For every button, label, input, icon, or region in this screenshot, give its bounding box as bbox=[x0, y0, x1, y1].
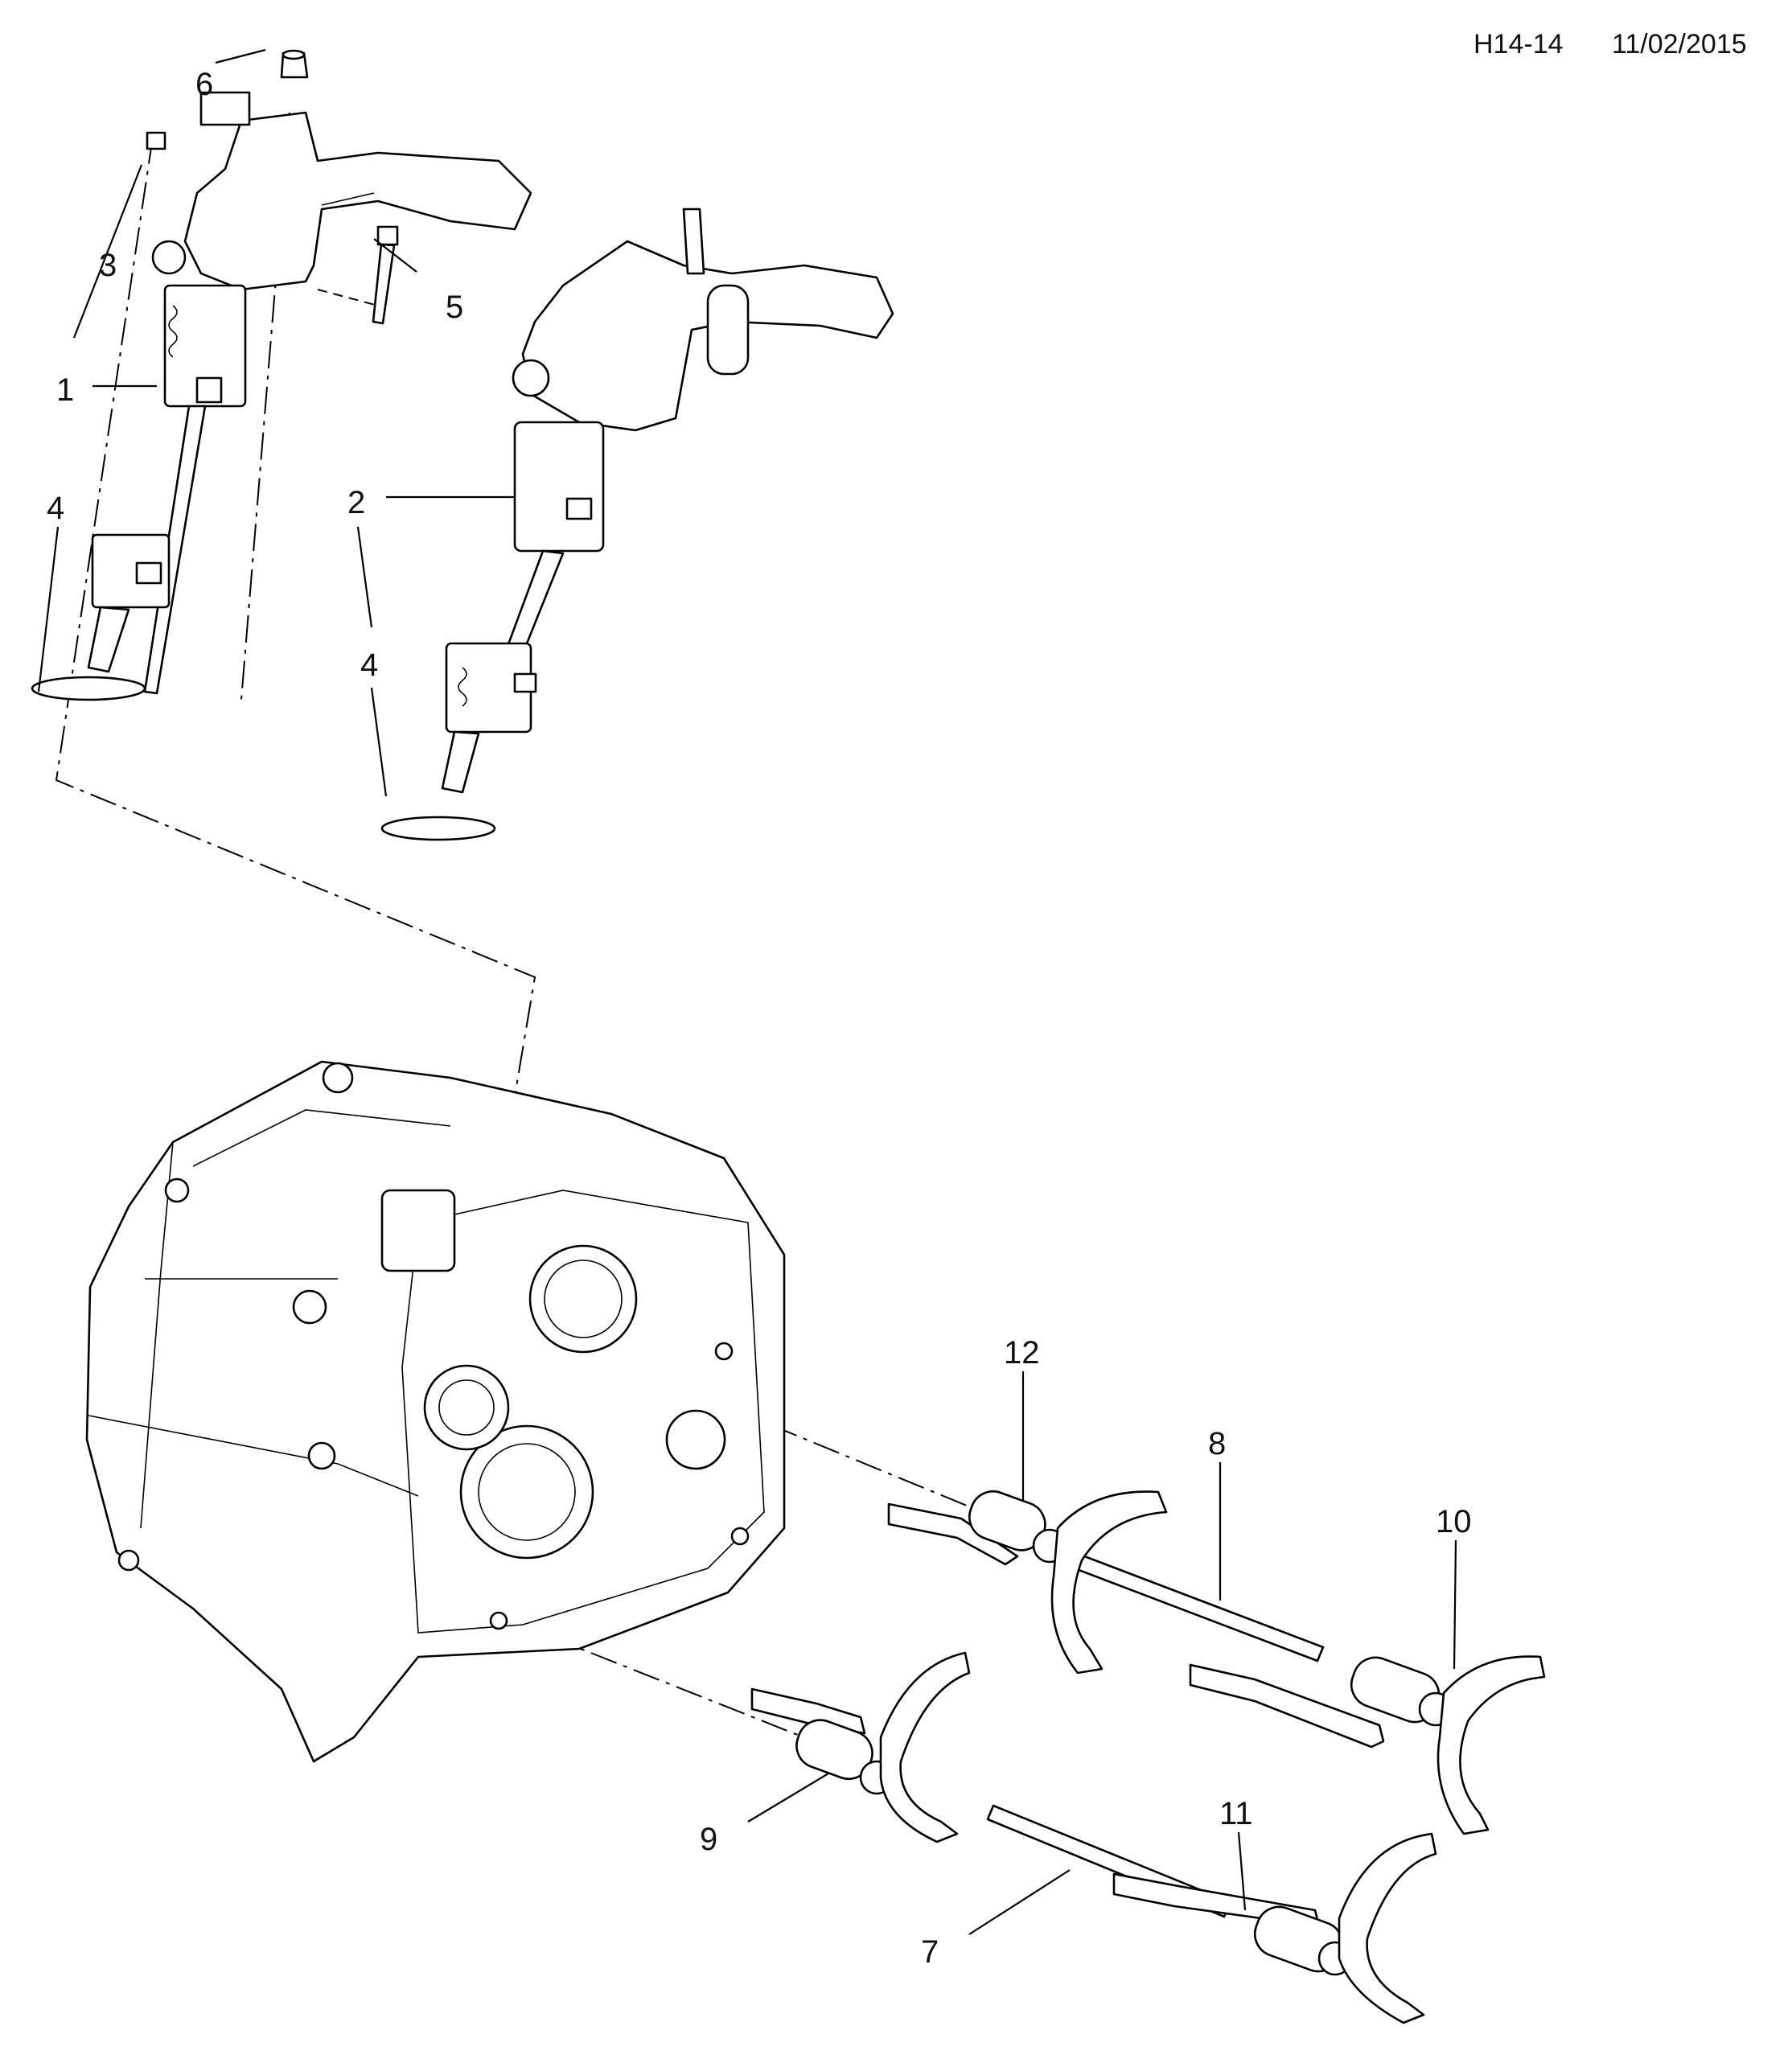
part-3-clip bbox=[146, 131, 166, 150]
part-11-shift-fork bbox=[1112, 1832, 1437, 2024]
part-8-shift-rod-upper bbox=[1056, 1547, 1325, 1662]
leader-lines bbox=[37, 48, 1457, 1935]
part-9-shift-fork bbox=[750, 1651, 971, 1843]
part-6-cap bbox=[280, 49, 309, 79]
callout-9: 9 bbox=[700, 1822, 717, 1857]
callout-3: 3 bbox=[99, 248, 117, 283]
part-12-shift-fork bbox=[887, 1490, 1168, 1675]
drawing-code: H14-14 bbox=[1473, 29, 1564, 60]
part-10-shift-fork bbox=[1189, 1655, 1546, 1835]
callout-6: 6 bbox=[195, 67, 213, 102]
callout-8: 8 bbox=[1208, 1426, 1226, 1461]
transmission-housing bbox=[85, 1060, 786, 1763]
callout-4-left: 4 bbox=[47, 491, 64, 526]
callout-5: 5 bbox=[446, 290, 463, 325]
callout-12: 12 bbox=[1004, 1335, 1040, 1371]
callout-2: 2 bbox=[347, 485, 365, 520]
callout-1: 1 bbox=[56, 372, 74, 408]
part-4-seal-ring-left bbox=[31, 676, 146, 701]
callout-7: 7 bbox=[921, 1934, 939, 1970]
part-4-seal-ring-right bbox=[380, 816, 496, 841]
callout-10: 10 bbox=[1436, 1504, 1472, 1539]
part-2-shift-selector-assembly bbox=[441, 208, 894, 794]
callout-11: 11 bbox=[1219, 1796, 1253, 1831]
drawing-date: 11/02/2015 bbox=[1612, 29, 1747, 60]
callout-4-right: 4 bbox=[360, 647, 378, 683]
part-5-bolt bbox=[372, 225, 399, 325]
part-1-shift-selector-assembly bbox=[87, 91, 532, 695]
callout-labels: 6 3 5 1 4 2 4 12 8 10 11 9 7 bbox=[47, 67, 1472, 1970]
